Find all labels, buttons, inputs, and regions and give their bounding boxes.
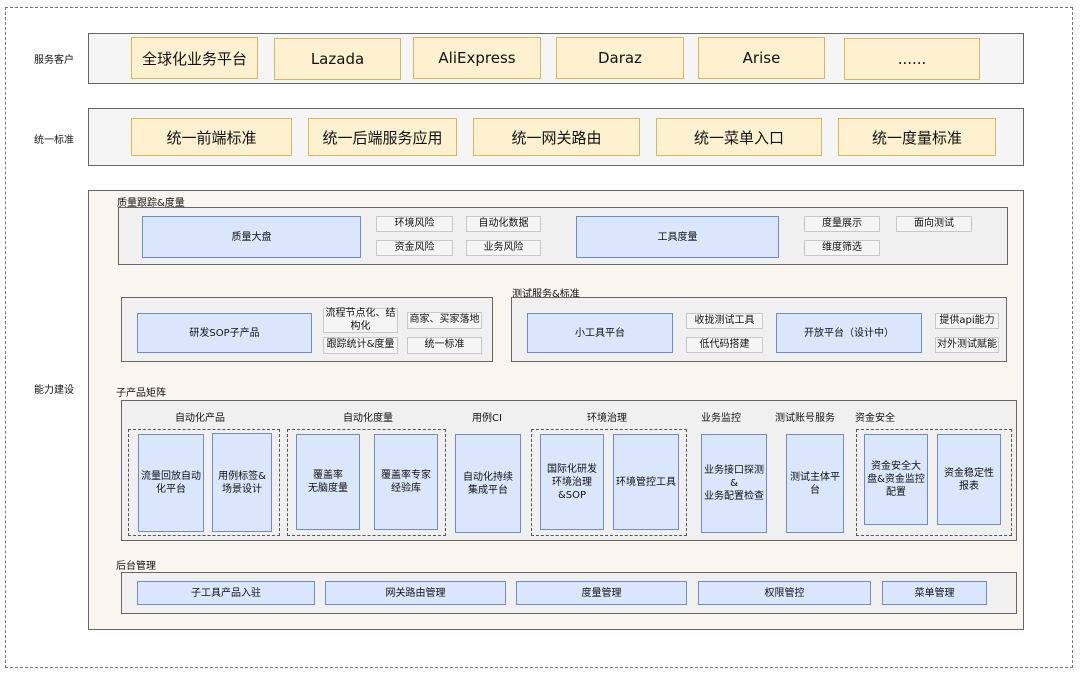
risk-business: 业务风险 [466,240,541,256]
customer-aliexpress: AliExpress [413,37,541,79]
risk-environment: 环境风险 [376,216,453,232]
standard-metric: 统一度量标准 [838,118,996,156]
sop-process-structure: 流程节点化、结构化 [323,308,398,333]
standard-backend: 统一后端服务应用 [308,118,457,156]
intl-env-governance-sop: 国际化研发环境治理&SOP [540,434,604,530]
low-code-build: 低代码搭建 [686,337,763,353]
fund-safety-group [856,429,1012,536]
open-platform: 开放平台（设计中） [776,313,922,353]
standard-frontend: 统一前端标准 [131,118,292,156]
backend-tool-onboard: 子工具产品入驻 [137,581,315,605]
backend-gateway-mgmt: 网关路由管理 [325,581,506,605]
case-tag-scenario-design: 用例标签&场景设计 [212,433,272,532]
small-tools-platform: 小工具平台 [527,313,673,353]
quality-dashboard: 质量大盘 [142,216,361,258]
outer-frame [5,7,1073,668]
business-api-probe: 业务接口探测 & 业务配置检查 [701,434,767,533]
backend-permission-ctrl: 权限管控 [698,581,871,605]
matrix-group-label: 自动化产品 [175,413,225,424]
risk-funds: 资金风险 [376,240,453,256]
traffic-replay-platform: 流量回放自动化平台 [138,434,204,532]
row-label-standards: 统一标准 [34,135,74,146]
auto-ci-platform: 自动化持续 集成平台 [455,434,521,533]
row-label-customers: 服务客户 [34,55,74,66]
matrix-group-label: 用例CI [472,413,502,424]
standard-gateway: 统一网关路由 [473,118,640,156]
test-service-title: 测试服务&标准 [512,289,580,300]
backend-title: 后台管理 [116,561,156,572]
backend-menu-mgmt: 菜单管理 [882,581,987,605]
sop-product: 研发SOP子产品 [137,313,312,353]
matrix-group-label: 环境治理 [587,413,627,424]
sop-tracking-metric: 跟踪统计&度量 [323,337,398,354]
customer-daraz: Daraz [556,37,684,79]
env-governance-group [531,429,687,536]
sop-merchant-buyer: 商家、买家落地 [407,312,482,329]
row-label-capability: 能力建设 [34,385,74,396]
metric-dimension-filter: 维度筛选 [804,240,880,256]
automation-product-group [128,429,280,536]
backend-metric-mgmt: 度量管理 [516,581,687,605]
quality-title: 质量跟踪&度量 [117,198,185,209]
gather-test-tools: 收拢测试工具 [686,313,763,329]
customer-lazada: Lazada [274,38,401,80]
customer-global-platform: 全球化业务平台 [131,37,258,79]
risk-automation-data: 自动化数据 [466,216,541,232]
metric-display: 度量展示 [804,216,880,232]
automation-metric-group [287,429,446,536]
fund-safety-dashboard: 资金安全大盘&资金监控配置 [864,434,928,525]
matrix-group-label: 测试账号服务 [775,413,835,424]
provide-api: 提供api能力 [935,313,999,329]
sop-unified-standard: 统一标准 [407,337,482,354]
customer-more: ...... [844,38,980,80]
external-test-enable: 对外测试赋能 [935,337,999,353]
metric-for-test: 面向测试 [896,216,972,232]
fund-stability-report: 资金稳定性 报表 [937,434,1001,525]
matrix-title: 子产品矩阵 [116,388,166,399]
coverage-brainless-metric: 覆盖率 无脑度量 [296,434,360,530]
coverage-expert-library: 覆盖率专家 经验库 [374,434,438,530]
customer-arise: Arise [698,37,825,79]
matrix-group-label: 自动化度量 [343,413,393,424]
matrix-group-label: 业务监控 [701,413,741,424]
matrix-group-label: 资金安全 [855,413,895,424]
standard-menu: 统一菜单入口 [656,118,822,156]
env-control-tool: 环境管控工具 [613,434,679,530]
tool-metric: 工具度量 [576,216,779,258]
test-subject-platform: 测试主体平 台 [786,434,844,533]
